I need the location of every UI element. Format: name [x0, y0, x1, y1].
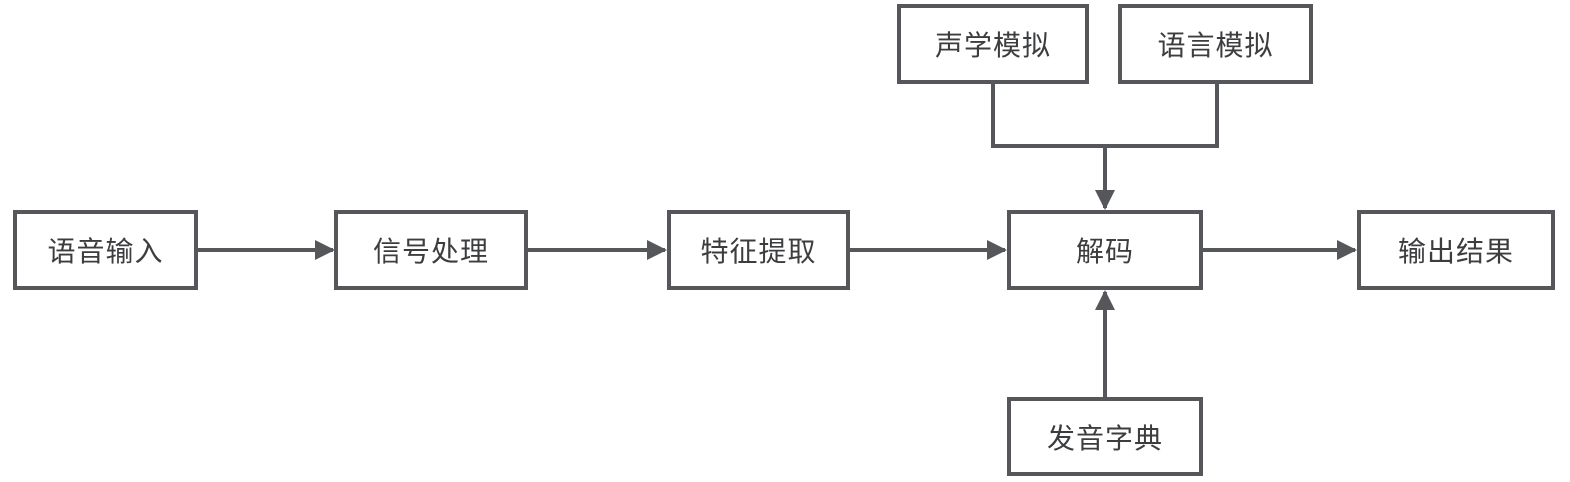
node-speech-input-label: 语音输入 — [47, 236, 164, 267]
node-pronunciation-dict-label: 发音字典 — [1046, 422, 1163, 454]
node-signal-processing: 信号处理 — [334, 210, 528, 290]
node-output-result-label: 输出结果 — [1397, 236, 1514, 267]
node-acoustic-model: 声学模拟 — [897, 4, 1089, 84]
node-feature-extraction: 特征提取 — [667, 210, 850, 290]
node-feature-extraction-label: 特征提取 — [700, 236, 817, 267]
node-language-model: 语言模拟 — [1118, 4, 1313, 84]
node-acoustic-model-label: 声学模拟 — [934, 30, 1051, 61]
node-output-result: 输出结果 — [1357, 210, 1555, 290]
node-pronunciation-dict: 发音字典 — [1007, 397, 1203, 476]
node-speech-input: 语音输入 — [13, 210, 198, 290]
node-decoding: 解码 — [1007, 210, 1203, 290]
node-language-model-label: 语言模拟 — [1157, 30, 1274, 61]
node-signal-processing-label: 信号处理 — [372, 236, 489, 267]
node-decoding-label: 解码 — [1075, 236, 1134, 267]
connector-models-merge — [991, 84, 1219, 148]
